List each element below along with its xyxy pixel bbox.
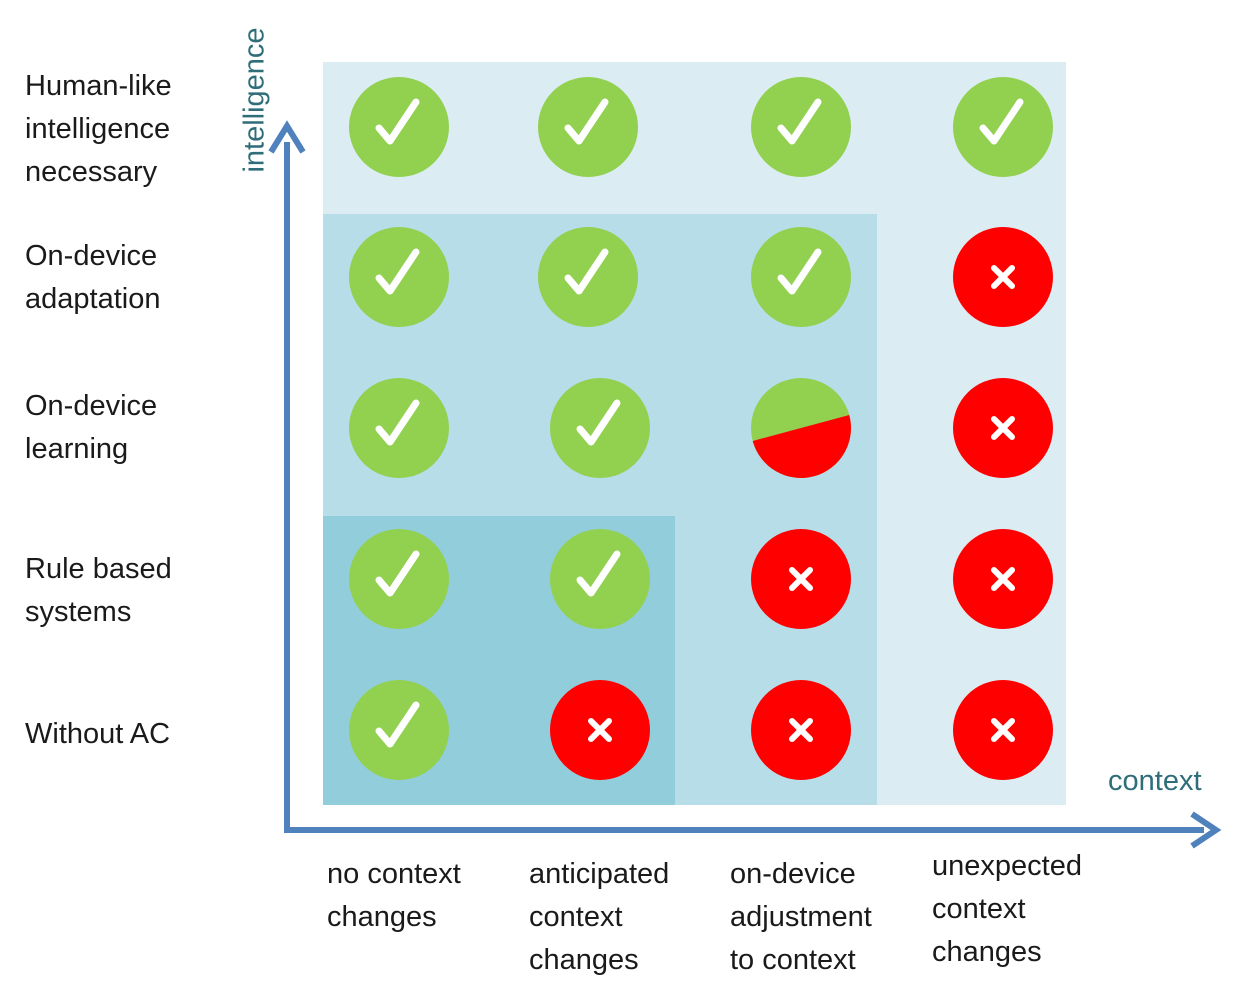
row-label-adaptation: On-device adaptation <box>25 240 161 315</box>
matrix-cells <box>349 77 1053 780</box>
x-axis-title: context <box>1108 765 1202 797</box>
cross-icon <box>789 718 813 742</box>
cross-icon <box>991 416 1015 440</box>
status-yes-r1-c0 <box>349 227 449 327</box>
check-icon <box>564 248 609 295</box>
cross-icon <box>588 718 612 742</box>
cross-icon <box>991 265 1015 289</box>
check-icon <box>375 701 420 748</box>
status-yes-r2-c0 <box>349 378 449 478</box>
status-yes-r1-c2 <box>751 227 851 327</box>
status-yes-r2-c1 <box>550 378 650 478</box>
check-icon <box>576 399 621 446</box>
cross-icon <box>991 567 1015 591</box>
status-no-r4-c1 <box>550 680 650 780</box>
status-yes-r4-c0 <box>349 680 449 780</box>
check-icon <box>777 98 822 145</box>
status-no-r1-c3 <box>953 227 1053 327</box>
column-label-no-context: no context changes <box>327 858 461 933</box>
row-label-learning: On-device learning <box>25 390 158 465</box>
check-icon <box>375 550 420 597</box>
status-no-r2-c3 <box>953 378 1053 478</box>
status-no-r3-c3 <box>953 529 1053 629</box>
column-label-unexpected: unexpected context changes <box>932 850 1082 968</box>
status-yes-r0-c0 <box>349 77 449 177</box>
status-no-r3-c2 <box>751 529 851 629</box>
check-icon <box>375 399 420 446</box>
column-label-anticipated: anticipated context changes <box>529 858 670 976</box>
status-yes-r0-c1 <box>538 77 638 177</box>
status-yes-r3-c0 <box>349 529 449 629</box>
row-label-rule-based: Rule based systems <box>25 553 172 628</box>
check-icon <box>777 248 822 295</box>
check-icon <box>576 550 621 597</box>
check-icon <box>375 98 420 145</box>
half-check-half-cross-icon-r2-c2 <box>751 378 851 478</box>
status-yes-r0-c2 <box>751 77 851 177</box>
cross-icon <box>991 718 1015 742</box>
check-icon <box>375 248 420 295</box>
status-yes-r0-c3 <box>953 77 1053 177</box>
status-yes-r1-c1 <box>538 227 638 327</box>
status-no-r4-c2 <box>751 680 851 780</box>
row-label-without-ac: Without AC <box>25 718 171 750</box>
y-axis-title: intelligence <box>238 27 271 173</box>
check-icon <box>979 98 1024 145</box>
status-yes-r3-c1 <box>550 529 650 629</box>
check-icon <box>564 98 609 145</box>
row-label-human-like: Human-like intelligence necessary <box>25 70 172 188</box>
cross-icon <box>789 567 813 591</box>
column-label-adjustment: on-device adjustment to context <box>730 858 872 976</box>
y-axis <box>268 120 306 832</box>
status-no-r4-c3 <box>953 680 1053 780</box>
x-axis <box>284 811 1222 849</box>
